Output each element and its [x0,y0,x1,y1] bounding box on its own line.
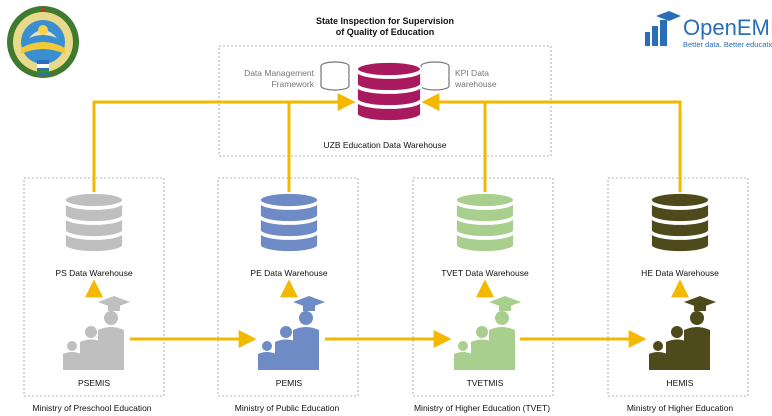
pe-graduates-icon [258,296,325,370]
ps-graduates-icon [63,296,130,370]
arrow-he-to-uzb [421,93,682,193]
ministry-higher-label: Ministry of Higher Education [626,403,734,413]
dmf-label-line-1: Data Management [244,68,314,78]
pe-database-icon [259,192,319,253]
kpi-database-icon [420,61,450,91]
dmf-label-line-2: Framework [271,79,314,89]
pe-warehouse-label: PE Data Warehouse [250,268,328,278]
tvet-graduates-icon [454,296,521,370]
title-line-2: of Quality of Education [335,27,435,37]
dmf-database-icon [320,61,350,91]
kpi-label: KPI Data warehouse [455,68,497,90]
ministry-icons-layer [63,192,716,370]
page-title: State Inspection for Supervision of Qual… [316,16,454,38]
openemis-name: OpenEMIS [683,15,772,40]
ps-database-icon [64,192,124,253]
openemis-logo-icon [645,11,681,46]
tvetmis-label: TVETMIS [466,378,504,388]
kpi-label-line-1: KPI Data [455,68,490,78]
ps-warehouse-label: PS Data Warehouse [55,268,133,278]
openemis-brand: OpenEMIS Better data. Better education [683,15,772,50]
uzb-database-icon [356,61,422,122]
ministry-public-label: Ministry of Public Education [234,403,340,413]
ministry-tvet-label: Ministry of Higher Education (TVET) [413,403,551,413]
dmf-label: Data Management Framework [214,68,314,90]
he-graduates-icon [649,296,716,370]
kpi-label-line-2: warehouse [455,79,497,89]
tvet-warehouse-label: TVET Data Warehouse [441,268,529,278]
openemis-tagline: Better data. Better education [683,40,772,49]
arrow-ps-to-uzb [92,93,356,193]
state-emblem-icon [7,6,79,78]
he-warehouse-label: HE Data Warehouse [641,268,719,278]
uzb-warehouse-label: UZB Education Data Warehouse [323,140,447,150]
hemis-label: HEMIS [666,378,694,388]
psemis-label: PSEMIS [77,378,111,388]
tvet-database-icon [455,192,515,253]
pemis-label: PEMIS [275,378,303,388]
title-line-1: State Inspection for Supervision [315,16,455,26]
ministry-box-3 [412,177,554,397]
he-database-icon [650,192,710,253]
ministry-preschool-label: Ministry of Preschool Education [32,403,152,413]
ministry-box-4 [607,177,749,397]
